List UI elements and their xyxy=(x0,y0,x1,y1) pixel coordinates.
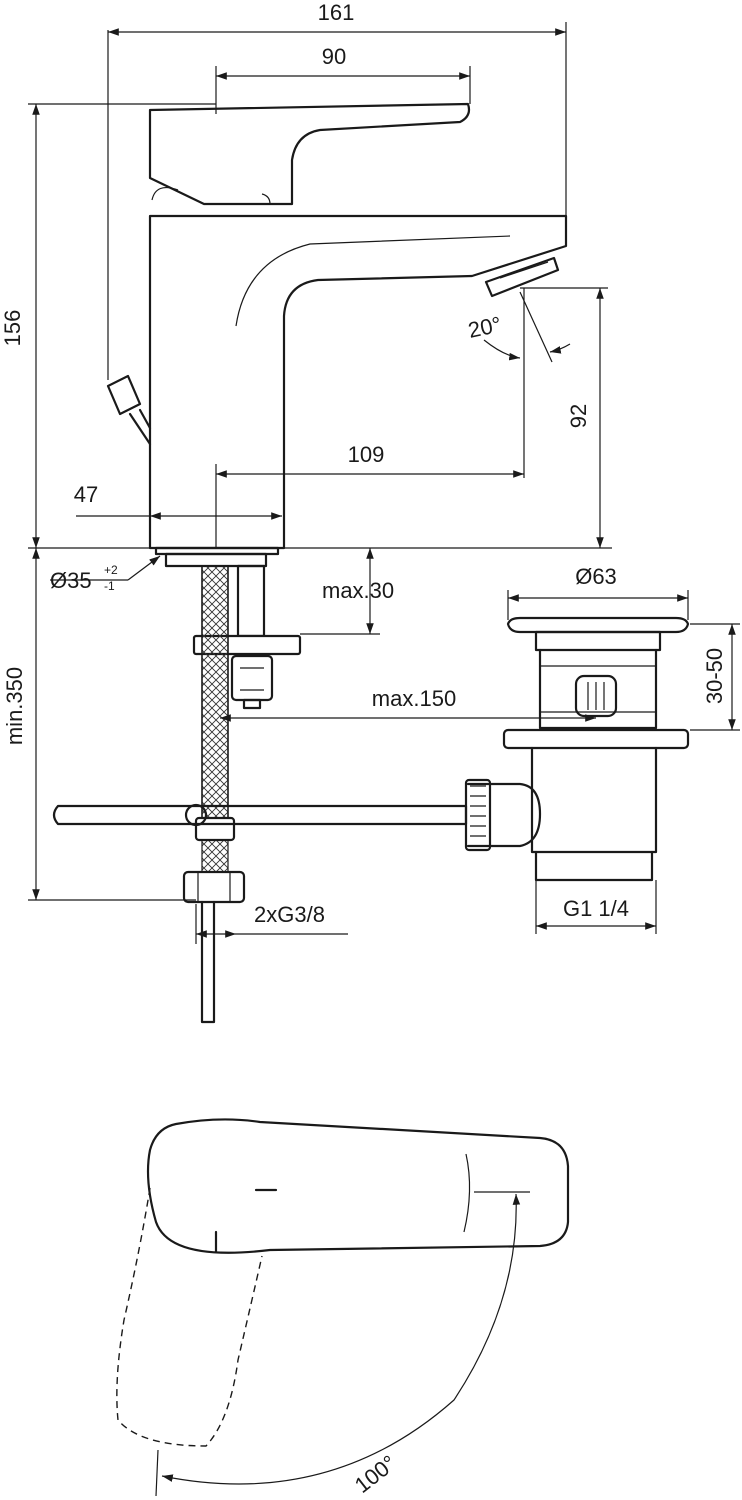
dim-hole-diameter: Ø35 xyxy=(50,568,92,593)
dim-lever-reach: 90 xyxy=(322,44,346,69)
dim-height: 156 xyxy=(0,310,25,347)
dim-overall-width: 161 xyxy=(318,0,355,25)
dim-connection-thread: 2xG3/8 xyxy=(254,902,325,927)
tap-top-view xyxy=(116,1118,570,1497)
dim-lever-rotation: 100° xyxy=(350,1450,401,1498)
dim-spout-height: 92 xyxy=(566,404,591,428)
dim-waste-diameter: Ø63 xyxy=(575,564,617,589)
dim-body-offset: 47 xyxy=(74,482,98,507)
tap-side-view xyxy=(106,30,568,1024)
dim-hole-tol-plus: +2 xyxy=(104,563,118,577)
dim-hole-tol-minus: -1 xyxy=(104,579,115,593)
dim-waste-clamp-range: 30-50 xyxy=(702,648,727,704)
dim-spout-reach: 109 xyxy=(348,442,385,467)
dim-waste-distance: max.150 xyxy=(372,686,456,711)
waste-valve xyxy=(52,616,690,882)
dim-pipe-length: min.350 xyxy=(2,667,27,745)
dimension-lines xyxy=(28,22,740,944)
dim-deck-thickness: max.30 xyxy=(322,578,394,603)
dim-waste-thread: G1 1/4 xyxy=(563,896,629,921)
dim-spray-angle: 20° xyxy=(466,312,504,343)
